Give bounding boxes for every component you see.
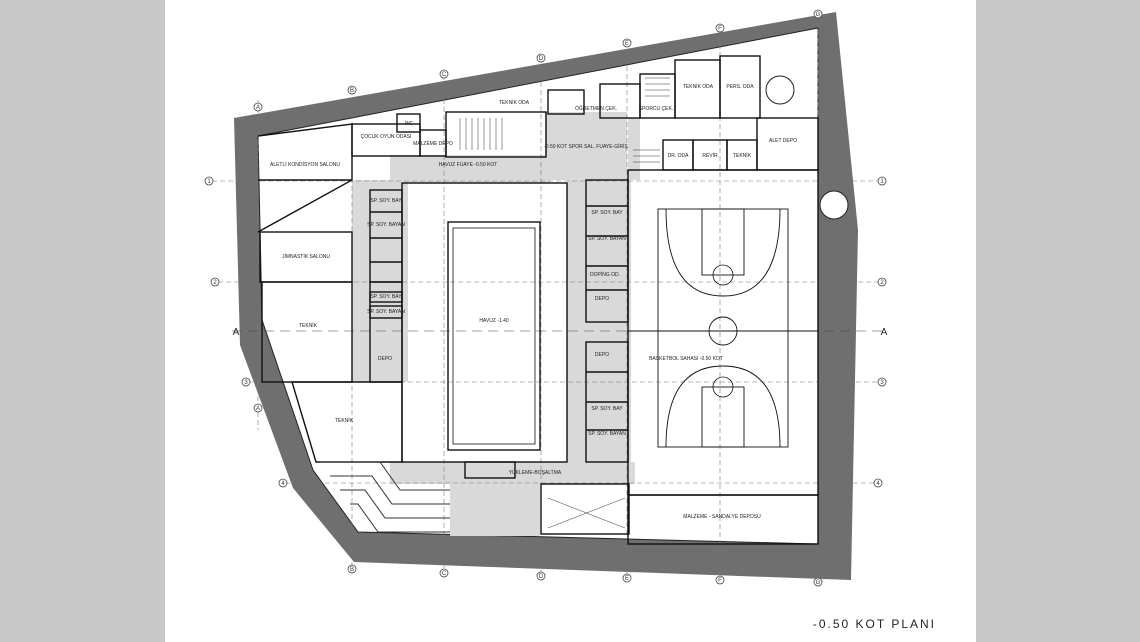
room-label-alet-depo: ALET DEPO	[769, 138, 797, 144]
stair-hatching	[459, 77, 670, 529]
axis-letter: F	[718, 578, 722, 584]
axis-number: 2	[880, 280, 884, 286]
room-label-depo-c1: DEPO	[595, 296, 609, 302]
room-labels: ÇOCUK OYUN ODASI WC MALZEME DEPO ALETLİ …	[270, 83, 797, 520]
room-label-havuz: HAVUZ -1.40	[479, 318, 509, 324]
axis-letter: D	[539, 574, 544, 580]
room-label-soyunma: SP. SOY. BAY	[591, 210, 623, 216]
room-label-aletli-kondisyon: ALETLİ KONDİSYON SALONU	[270, 161, 340, 168]
axis-letter-labels: A B C D E F G A B C D E F G	[256, 12, 821, 586]
room-label-soyunma: SP. SOY. BAYAN	[367, 309, 405, 315]
room-label-depo-c2: DEPO	[595, 352, 609, 358]
room-label-ogretmen: ÖĞRETMEN ÇEK.	[575, 105, 617, 112]
entrance-markers	[765, 75, 849, 220]
room-label-malzeme-sandalye: MALZEME - SANDALYE DEPOSU	[683, 514, 761, 520]
axis-letter-markers	[253, 9, 823, 587]
room-label-cocuk-oyun: ÇOCUK OYUN ODASI	[361, 134, 412, 140]
ramp	[320, 461, 450, 533]
axis-letter: A	[256, 105, 260, 111]
axis-number-markers	[204, 176, 887, 488]
corridors	[352, 112, 640, 536]
room-label-sporcu: SPORCU ÇEK.	[639, 106, 673, 112]
axis-number: 4	[876, 481, 880, 487]
axis-number: 3	[880, 380, 884, 386]
room-label-teknik-west: TEKNİK	[299, 322, 318, 329]
axis-letter: G	[816, 12, 821, 18]
room-label-yukleme: YÜKLEME-BOŞALTMA	[509, 469, 562, 476]
room-label-spor-salon-fuaye: -0.50 KOT SPOR SAL. FUAYE-GİRİŞ	[544, 143, 628, 150]
room-label-wc: WC	[405, 121, 414, 127]
room-label-dr-oda: DR. ODA	[668, 153, 690, 159]
room-label-havuz-fuaye: HAVUZ FUAYE -0.50 KOT	[439, 162, 498, 168]
axis-letter: E	[625, 576, 629, 582]
axis-letter: D	[539, 56, 544, 62]
drawing-sheet: A B C D E F G A B C D E F G 1 2 3 4 1 2 …	[165, 0, 976, 642]
axis-letter: B	[350, 567, 354, 573]
axis-letter: C	[442, 72, 447, 78]
floor-plan: A B C D E F G A B C D E F G 1 2 3 4 1 2 …	[204, 9, 888, 587]
room-label-teknik-oda-top: TEKNİK ODA	[499, 99, 530, 106]
axis-number: 3	[244, 380, 248, 386]
room-label-soyunma: SP. SOY. BAY	[370, 294, 402, 300]
room-label-soyunma: SP. SOY. BAYAN	[367, 222, 405, 228]
axis-number: 1	[207, 179, 211, 185]
room-label-soyunma: SP. SOY. BAY	[370, 198, 402, 204]
axis-letter: A	[256, 406, 260, 412]
room-label-soyunma: SP. SOY. BAY	[591, 406, 623, 412]
room-label-jimnastik: JİMNASTİK SALONU	[282, 253, 330, 260]
section-marks: A A	[233, 327, 888, 338]
room-label-doping: DOPİNG OD.	[590, 271, 620, 278]
axis-letter: G	[816, 580, 821, 586]
room-label-soyunma: SP. SOY. BAYAN	[588, 236, 626, 242]
room-label-teknik-east: TEKNİK	[733, 152, 752, 159]
axis-letter: F	[718, 26, 722, 32]
room-label-teknik-southwest: TEKNİK	[335, 417, 354, 424]
axis-letter: B	[350, 88, 354, 94]
section-mark-west: A	[233, 327, 240, 338]
room-label-depo-west: DEPO	[378, 356, 392, 362]
room-label-malzeme-depo: MALZEME DEPO	[413, 141, 453, 147]
room-label-basketbol: BASKETBOL SAHASI -0.50 KOT	[649, 356, 723, 362]
axis-number-labels: 1 2 3 4 1 2 3 4	[207, 179, 884, 487]
axis-number: 4	[281, 481, 285, 487]
room-label-revir: REVİR	[702, 152, 718, 159]
axis-number: 1	[880, 179, 884, 185]
axis-letter: E	[625, 41, 629, 47]
section-mark-east: A	[881, 327, 888, 338]
axis-number: 2	[213, 280, 217, 286]
room-walls	[257, 55, 819, 545]
room-label-teknik-oda-ne: TEKNİK ODA	[683, 83, 714, 90]
grid-lines	[212, 14, 886, 582]
room-label-pers-oda: PERS. ODA	[726, 84, 754, 90]
axis-letter: C	[442, 571, 447, 577]
room-label-soyunma: SP. SOY. BAYAN	[588, 431, 626, 437]
plan-title: -0.50 KOT PLANI	[812, 617, 936, 631]
